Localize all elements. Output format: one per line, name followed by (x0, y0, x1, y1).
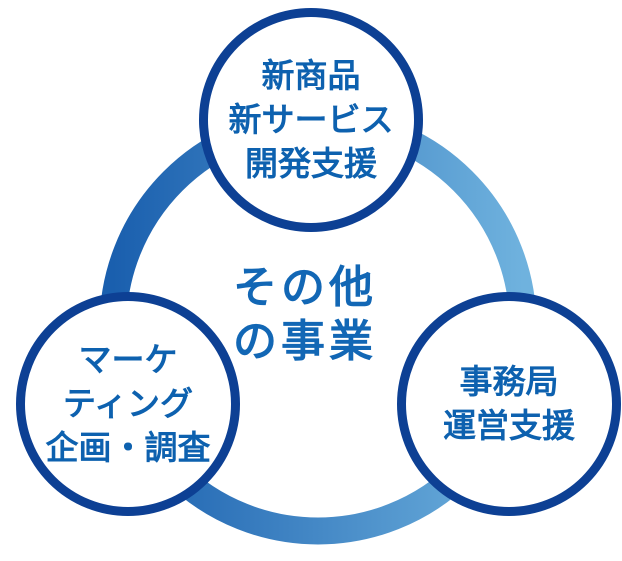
node-label-line: ティング (62, 385, 194, 422)
node-label-line: マーケ (78, 341, 178, 378)
center-label-line: の事業 (233, 317, 377, 366)
node-label-line: 企画・調査 (45, 429, 211, 466)
node-secretariat-operation-support: 事務局 運営支援 (397, 292, 621, 516)
node-label-line: 新サービス (228, 101, 394, 138)
node-new-product-service-development: 新商品 新サービス 開発支援 (199, 8, 423, 232)
center-label: その他 の事業 (145, 261, 465, 369)
node-label-line: 運営支援 (443, 407, 575, 444)
node-label-line: 新商品 (261, 57, 361, 94)
node-label-line: 事務局 (459, 363, 559, 400)
node-marketing-planning-research: マーケ ティング 企画・調査 (16, 292, 240, 516)
node-label: 新商品 新サービス 開発支援 (229, 54, 394, 186)
node-label-line: 開発支援 (245, 145, 377, 182)
node-label: 事務局 運営支援 (443, 360, 575, 448)
node-label: マーケ ティング 企画・調査 (46, 338, 211, 470)
center-label-line: その他 (233, 263, 377, 312)
